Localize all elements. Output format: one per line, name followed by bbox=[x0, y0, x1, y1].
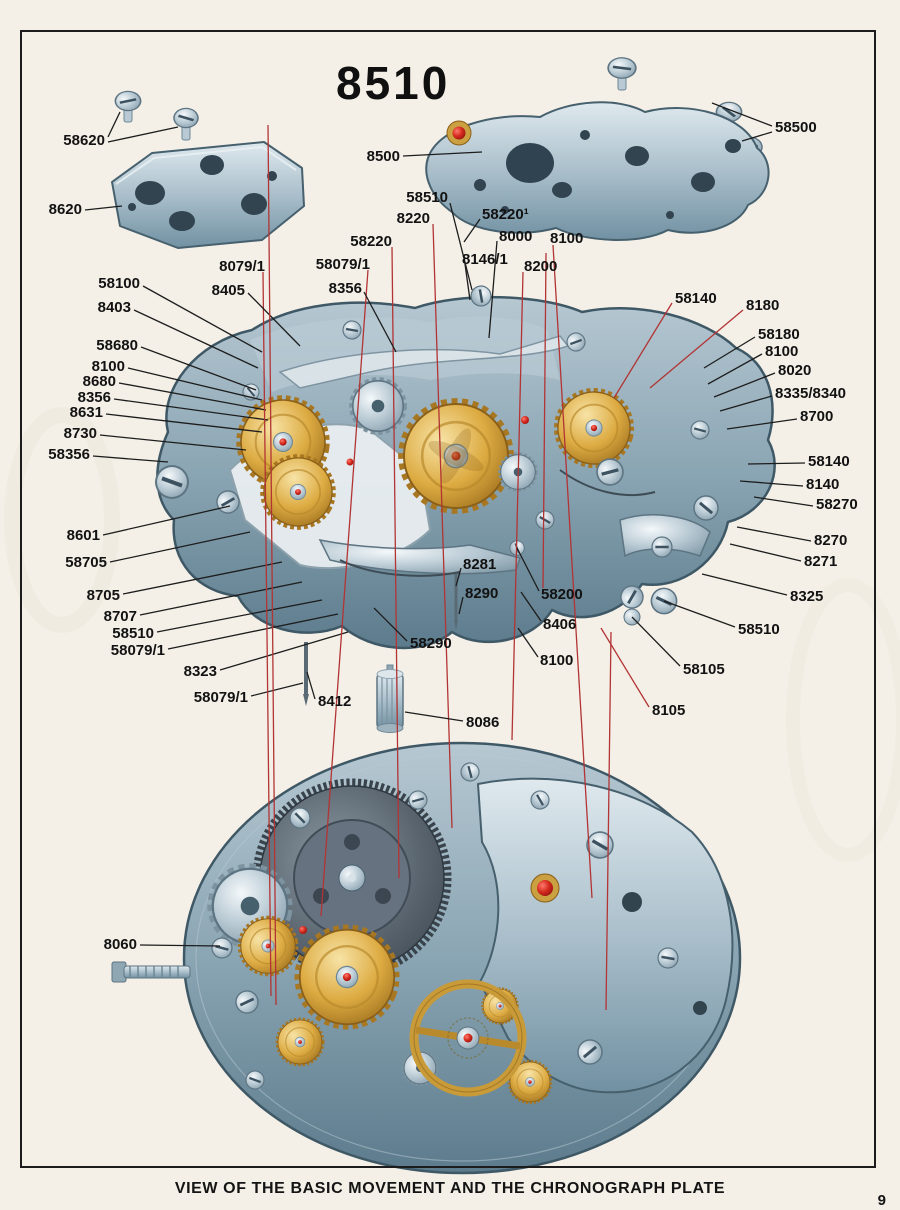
leader-line bbox=[747, 462, 806, 465]
leader-line bbox=[404, 711, 464, 722]
leader-line bbox=[520, 591, 542, 622]
leader-line bbox=[107, 126, 179, 143]
leader-line bbox=[488, 240, 498, 339]
caption: VIEW OF THE BASIC MOVEMENT AND THE CHRON… bbox=[174, 1180, 726, 1197]
leader-line bbox=[464, 263, 471, 301]
leader-line bbox=[306, 671, 316, 700]
cover-plate-8620 bbox=[110, 87, 305, 249]
leader-line bbox=[139, 944, 221, 947]
leader-line bbox=[122, 561, 283, 595]
leader-line bbox=[391, 246, 400, 879]
leader-line bbox=[649, 309, 744, 389]
leader-line bbox=[753, 496, 814, 507]
leader-line bbox=[167, 613, 339, 650]
leader-line bbox=[542, 252, 547, 589]
leader-line bbox=[719, 395, 773, 412]
leader-line bbox=[463, 218, 481, 243]
leader-line bbox=[726, 418, 798, 430]
leader-line bbox=[118, 382, 267, 411]
leader-line bbox=[703, 336, 756, 369]
leader-line bbox=[455, 567, 462, 587]
leader-line bbox=[516, 547, 540, 592]
cover-plate-8500 bbox=[425, 54, 770, 241]
balance-wheel bbox=[409, 979, 527, 1097]
leader-lines bbox=[84, 102, 814, 1011]
leader-line bbox=[320, 269, 369, 917]
scan-bleed-shape bbox=[786, 578, 900, 862]
leader-line bbox=[713, 372, 776, 398]
page-number: 9 bbox=[877, 1192, 886, 1209]
scan-bleed-shape bbox=[4, 407, 120, 633]
leader-line bbox=[449, 202, 473, 291]
leader-line bbox=[99, 434, 247, 451]
leader-line bbox=[663, 600, 736, 628]
leader-line bbox=[156, 599, 323, 633]
leader-line bbox=[701, 573, 788, 596]
leader-line bbox=[736, 526, 812, 542]
leader-line bbox=[613, 302, 673, 399]
leader-line bbox=[84, 205, 123, 211]
leader-line bbox=[133, 309, 259, 369]
leader-line bbox=[631, 616, 681, 667]
leader-line bbox=[247, 292, 301, 347]
winding-stem bbox=[111, 961, 191, 983]
leader-line bbox=[363, 291, 397, 353]
leader-line bbox=[267, 124, 277, 1006]
chronograph-plate bbox=[149, 283, 776, 650]
leader-line bbox=[107, 111, 121, 138]
leader-line bbox=[102, 505, 231, 536]
leader-line bbox=[552, 244, 593, 899]
leader-line bbox=[458, 596, 464, 615]
leader-line bbox=[511, 271, 524, 741]
leader-line bbox=[517, 627, 539, 658]
diagram-title: 8510 bbox=[336, 57, 451, 109]
leader-line bbox=[711, 102, 773, 127]
leader-line bbox=[127, 367, 263, 401]
leader-line bbox=[262, 271, 272, 997]
leader-line bbox=[707, 353, 763, 385]
leader-line bbox=[142, 285, 263, 353]
leader-line bbox=[219, 631, 349, 671]
leader-line bbox=[605, 631, 612, 1011]
leader-line bbox=[109, 531, 251, 563]
leader-line bbox=[402, 151, 483, 157]
leader-line bbox=[92, 455, 169, 463]
loose-pins bbox=[303, 574, 458, 706]
leader-line bbox=[139, 581, 303, 616]
leader-line bbox=[140, 346, 257, 391]
leader-line bbox=[113, 398, 269, 421]
leader-line bbox=[729, 543, 802, 562]
leader-line bbox=[105, 413, 263, 433]
leader-line bbox=[432, 223, 453, 829]
leader-line bbox=[373, 607, 408, 642]
leader-line bbox=[741, 131, 773, 142]
page-border bbox=[20, 30, 876, 1168]
leader-line bbox=[739, 480, 804, 487]
leader-line bbox=[250, 682, 304, 697]
leader-line bbox=[600, 627, 650, 708]
